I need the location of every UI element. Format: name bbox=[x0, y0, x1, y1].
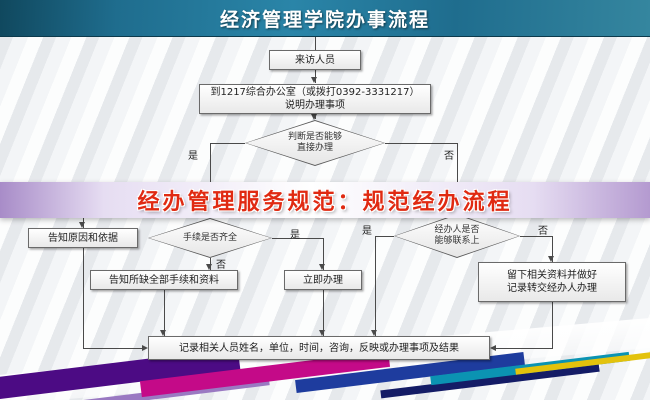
page-title-bar: 经济管理学院办事流程 bbox=[0, 0, 650, 37]
branch-label-no: 否 bbox=[216, 260, 226, 271]
arrowhead bbox=[79, 222, 85, 228]
connector-line bbox=[385, 143, 457, 144]
node-leave-info: 留下相关资料并做好 记录转交经办人办理 bbox=[478, 262, 626, 302]
connector-line bbox=[375, 236, 394, 237]
node-missing-label: 告知所缺全部手续和资料 bbox=[109, 274, 219, 286]
connector-line bbox=[496, 348, 552, 349]
decision-direct-text: 判断是否能够 直接办理 bbox=[246, 121, 384, 165]
branch-label-yes: 是 bbox=[188, 151, 198, 162]
connector-line bbox=[272, 238, 323, 239]
node-visitor-label: 来访人员 bbox=[295, 54, 335, 66]
connector-line bbox=[457, 143, 458, 214]
connector-line bbox=[315, 36, 316, 50]
decision-direct-line1: 判断是否能够 bbox=[287, 132, 342, 143]
arrowhead bbox=[371, 330, 377, 336]
decision-complete-text: 手续是否齐全 bbox=[149, 219, 271, 257]
arrowhead bbox=[160, 330, 166, 336]
arrowhead bbox=[319, 330, 325, 336]
node-visitor: 来访人员 bbox=[269, 50, 361, 70]
page-title: 经济管理学院办事流程 bbox=[219, 8, 430, 31]
arrowhead bbox=[548, 256, 554, 262]
branch-label-no: 否 bbox=[538, 226, 548, 237]
decision-complete-label: 手续是否齐全 bbox=[182, 232, 237, 243]
node-leave-line2: 记录转交经办人办理 bbox=[507, 283, 597, 294]
node-immediate-label: 立即办理 bbox=[303, 274, 343, 286]
watermark-banner-text: 经办管理服务规范：规范经办流程 bbox=[137, 190, 513, 215]
decision-contact-line1: 经办人是否 bbox=[434, 225, 480, 236]
arrowhead bbox=[311, 114, 317, 120]
connector-line bbox=[323, 290, 324, 336]
node-reason-label: 告知原因和依据 bbox=[48, 232, 118, 244]
node-record: 记录相关人员姓名，单位，时间，咨询，反映或办理事项及结果 bbox=[148, 336, 490, 360]
node-office: 到1217综合办公室（或拨打0392-3331217） 说明办理事项 bbox=[199, 84, 431, 114]
arrowhead bbox=[311, 77, 317, 83]
connector-line bbox=[552, 302, 553, 349]
arrowhead bbox=[319, 264, 325, 270]
connector-line bbox=[315, 70, 316, 83]
node-office-line2: 说明办理事项 bbox=[285, 100, 345, 111]
branch-label-no: 否 bbox=[444, 151, 454, 162]
node-missing: 告知所缺全部手续和资料 bbox=[90, 270, 238, 290]
node-leave-line1: 留下相关资料并做好 bbox=[507, 270, 597, 281]
connector-line bbox=[83, 248, 84, 349]
arrowhead bbox=[142, 345, 148, 351]
arrowhead bbox=[206, 264, 212, 270]
branch-label-yes: 是 bbox=[290, 230, 300, 241]
decision-direct-line2: 直接办理 bbox=[296, 143, 333, 153]
decision-contact-line2: 能够联系上 bbox=[434, 236, 480, 246]
decision-contact: 经办人是否 能够联系上 bbox=[394, 214, 520, 258]
connector-line bbox=[520, 236, 552, 237]
decision-complete: 手续是否齐全 bbox=[148, 218, 272, 258]
connector-line bbox=[164, 290, 165, 336]
node-record-label: 记录相关人员姓名，单位，时间，咨询，反映或办理事项及结果 bbox=[179, 342, 459, 354]
decision-contact-text: 经办人是否 能够联系上 bbox=[395, 215, 519, 257]
connector-line bbox=[210, 143, 245, 144]
connector-line bbox=[323, 238, 324, 270]
connector-line bbox=[210, 143, 211, 218]
watermark-banner: 经办管理服务规范：规范经办流程 bbox=[0, 182, 650, 218]
connector-line bbox=[375, 236, 376, 336]
node-reason: 告知原因和依据 bbox=[28, 228, 138, 248]
connector-line bbox=[552, 236, 553, 262]
connector-line bbox=[83, 348, 142, 349]
arrowhead bbox=[490, 345, 496, 351]
decision-direct-handle: 判断是否能够 直接办理 bbox=[245, 120, 385, 166]
branch-label-yes: 是 bbox=[362, 226, 372, 237]
node-immediate: 立即办理 bbox=[284, 270, 362, 290]
node-office-line1: 到1217综合办公室（或拨打0392-3331217） bbox=[210, 87, 420, 98]
